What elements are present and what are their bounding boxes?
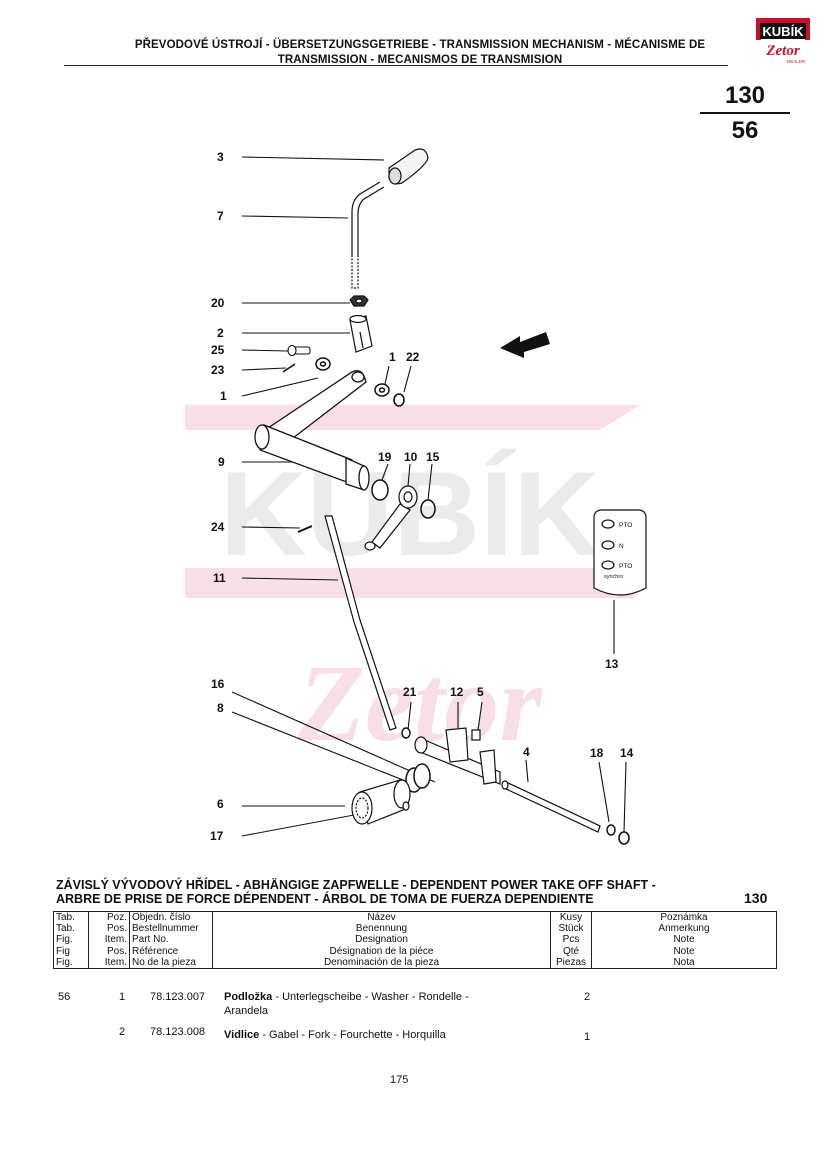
clevis-pin bbox=[287, 344, 311, 357]
control-rod bbox=[324, 515, 397, 731]
callout-13: 13 bbox=[605, 657, 619, 671]
header-divider bbox=[64, 65, 728, 66]
row-name-rest: - Unterlegscheibe - Washer - Rondelle - bbox=[272, 991, 469, 1003]
header-title-line2: TRANSMISSION - MECANISMOS DE TRANSMISION bbox=[277, 54, 563, 66]
callout-24: 24 bbox=[211, 520, 225, 534]
row-part-number: 78.123.007 bbox=[150, 991, 206, 1003]
plate-label-synchro: synchro bbox=[604, 574, 623, 580]
shaft-circlip bbox=[606, 824, 616, 836]
logo-word-kubik: KUBÍK bbox=[762, 24, 804, 39]
callout-23: 23 bbox=[211, 363, 225, 377]
callout-18: 18 bbox=[590, 746, 604, 760]
header-title-line1: PŘEVODOVÉ ÚSTROJÍ - ÜBERSETZUNGSGETRIEBE… bbox=[134, 39, 706, 51]
section-title-line2: ARBRE DE PRISE DE FORCE DÉPENDENT - ÁRBO… bbox=[56, 892, 594, 906]
callout-17: 17 bbox=[210, 829, 224, 843]
plate-label-n: N bbox=[619, 543, 624, 550]
split-pin bbox=[282, 363, 296, 373]
callout-9: 9 bbox=[218, 455, 225, 469]
callout-10: 10 bbox=[404, 450, 418, 464]
callout-14: 14 bbox=[620, 746, 634, 760]
callout-16: 16 bbox=[211, 677, 225, 691]
small-washer bbox=[401, 727, 411, 739]
row-name-line2: Arandela bbox=[224, 1005, 269, 1017]
exploded-parts-diagram: KUBÍK Zetor bbox=[185, 148, 647, 845]
shift-fork bbox=[414, 727, 501, 785]
page-code-rule bbox=[700, 112, 790, 114]
lock-nut bbox=[349, 295, 369, 307]
callout-11: 11 bbox=[213, 571, 226, 585]
section-title-line1: ZÁVISLÝ VÝVODOVÝ HŘÍDEL - ABHÄNGIGE ZAPF… bbox=[56, 878, 656, 892]
logo-word-zetor: Zetor bbox=[765, 43, 799, 59]
callout-1b: 1 bbox=[389, 350, 396, 364]
callout-2: 2 bbox=[217, 326, 224, 340]
callout-8: 8 bbox=[217, 701, 224, 715]
callout-6: 6 bbox=[217, 797, 224, 811]
callout-25: 25 bbox=[211, 343, 225, 357]
group-number: 130 bbox=[724, 82, 766, 109]
logo-word-dealer: DEALER bbox=[787, 59, 806, 64]
row-pos: 1 bbox=[119, 991, 126, 1003]
sleeve-ball bbox=[402, 801, 410, 811]
figure-number: 56 bbox=[731, 117, 759, 144]
callout-15: 15 bbox=[426, 450, 440, 464]
callout-12: 12 bbox=[450, 685, 464, 699]
row-name-bold: Podložka bbox=[224, 991, 273, 1003]
gear-lever-rod bbox=[351, 181, 385, 289]
callout-3: 3 bbox=[217, 150, 224, 164]
row-fig: 56 bbox=[58, 991, 71, 1003]
retaining-ring bbox=[420, 499, 436, 519]
row-name-rest: - Gabel - Fork - Fourchette - Horquilla bbox=[259, 1029, 446, 1041]
kubik-zetor-logo: KUBÍK Zetor DEALER bbox=[756, 18, 810, 64]
fork-bolt bbox=[471, 729, 481, 741]
circlip bbox=[393, 393, 405, 407]
lever-pin bbox=[297, 525, 313, 533]
direction-arrow bbox=[500, 332, 550, 358]
row-pos: 2 bbox=[119, 1026, 126, 1038]
callout-5: 5 bbox=[477, 685, 484, 699]
coupling-sleeve bbox=[351, 779, 411, 825]
callout-19: 19 bbox=[378, 450, 392, 464]
pto-label-plate: PTO N PTO synchro bbox=[593, 509, 647, 596]
row-part-number: 78.123.008 bbox=[150, 1026, 206, 1038]
row-name-bold: Vidlice bbox=[224, 1029, 260, 1041]
row-qty: 1 bbox=[584, 1031, 591, 1043]
plate-label-pto-synchro: PTO bbox=[619, 563, 632, 570]
col-pos: Poz.Pos.Item.Pos.Item. bbox=[88, 910, 130, 970]
gear-lever-knob bbox=[388, 148, 429, 185]
sleeve-rings bbox=[405, 763, 431, 793]
washer bbox=[315, 357, 390, 397]
section-code: 130 bbox=[744, 890, 768, 906]
page-number: 175 bbox=[390, 1074, 409, 1086]
fork bbox=[349, 314, 373, 353]
plate-label-pto: PTO bbox=[619, 522, 632, 529]
selector-shaft-with-arm bbox=[254, 370, 370, 491]
callout-20: 20 bbox=[211, 296, 225, 310]
callout-22: 22 bbox=[406, 350, 420, 364]
row-qty: 2 bbox=[584, 991, 591, 1003]
row-name: Podložka - Unterlegscheibe - Washer - Ro… bbox=[224, 990, 564, 1004]
callout-7: 7 bbox=[217, 209, 224, 223]
callout-4: 4 bbox=[523, 745, 530, 759]
shaft-ring bbox=[371, 479, 389, 501]
selector-lever bbox=[364, 485, 418, 551]
section-title: ZÁVISLÝ VÝVODOVÝ HŘÍDEL - ABHÄNGIGE ZAPF… bbox=[56, 878, 696, 906]
page-header-title: PŘEVODOVÉ ÚSTROJÍ - ÜBERSETZUNGSGETRIEBE… bbox=[90, 38, 750, 68]
callout-21: 21 bbox=[403, 685, 417, 699]
fork-shaft bbox=[501, 780, 601, 833]
end-washer bbox=[618, 831, 630, 845]
callout-1: 1 bbox=[220, 389, 227, 403]
page-code: 130 56 bbox=[700, 82, 790, 145]
row-name: Vidlice - Gabel - Fork - Fourchette - Ho… bbox=[224, 1028, 564, 1042]
